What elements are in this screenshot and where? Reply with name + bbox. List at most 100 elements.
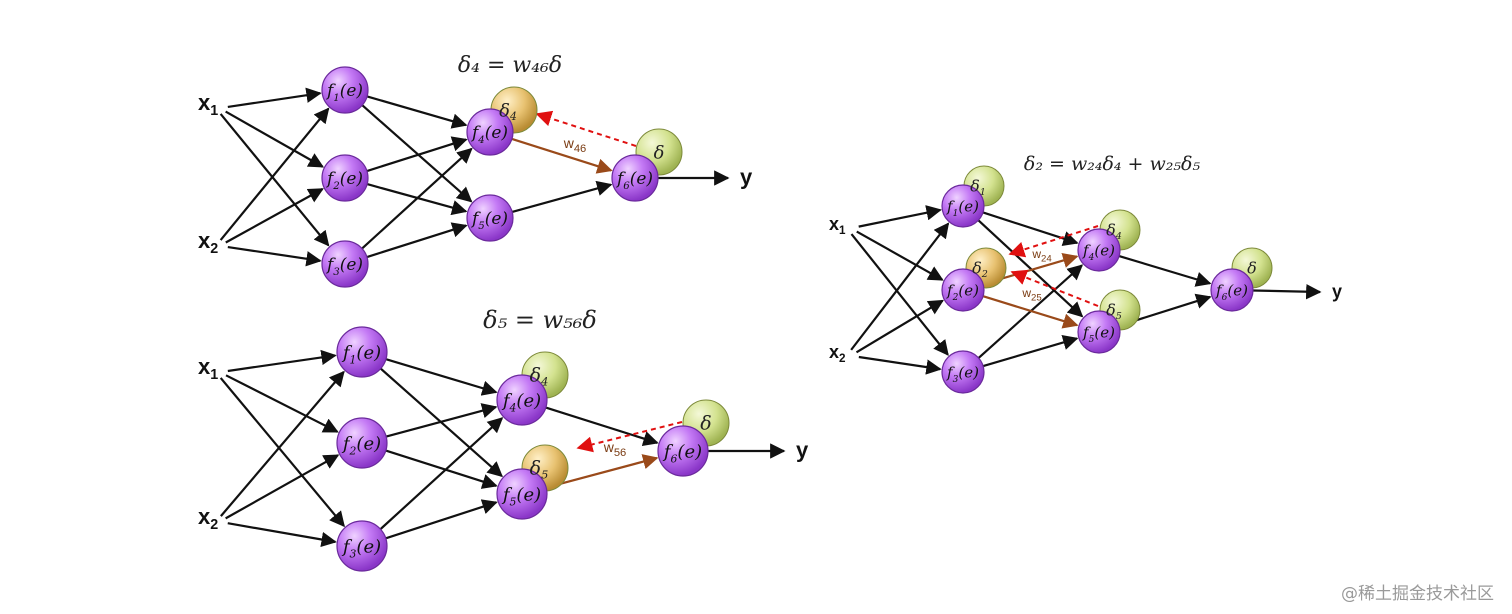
neuron-n3	[321, 240, 369, 288]
diagram-delta4-nodes	[321, 66, 683, 288]
diagram-delta2	[850, 205, 1322, 375]
neuron-label-n3: f3(e)	[325, 255, 363, 278]
neuron-label-n2: f2(e)	[341, 433, 381, 457]
weight-label-46: w46	[563, 135, 587, 155]
neuron-label-n5: f5(e)	[501, 484, 541, 508]
neuron-label-n2: f2(e)	[325, 169, 363, 192]
formula-delta5: δ₅ = w₅₆δ	[483, 306, 597, 334]
diagram-delta5	[219, 349, 786, 548]
edge-x1-n1	[227, 87, 322, 109]
edge-x1-n1	[227, 349, 337, 373]
neuron-n6	[657, 425, 709, 477]
neuron-label-n4: f4(e)	[501, 390, 541, 414]
input-label-x2: x2	[198, 504, 218, 533]
edge-n6-out	[1252, 283, 1322, 300]
diagram-delta2-labels: f1(e)f2(e)f3(e)f4(e)f5(e)f6(e)δ1δ2δ4δ5δw…	[829, 153, 1342, 385]
backprop-arrow-0	[1008, 225, 1099, 258]
edge-n1-n4	[385, 358, 498, 396]
edge-x2-n1	[219, 107, 330, 241]
backprop-arrow-1	[1010, 269, 1099, 307]
neuron-label-n4: f4(e)	[1082, 241, 1115, 263]
delta-label-d6: δ	[1247, 259, 1257, 278]
text-layer: f1(e) f2(e) f3(e) f4(e) f5(e) f6(e) δ4 δ w46 x1 x2…	[198, 53, 1342, 561]
edge-n2-n5	[385, 449, 498, 489]
edge-x1-n2	[225, 110, 325, 168]
diagram-delta4	[219, 87, 730, 267]
edge-n3-n5	[385, 499, 498, 540]
output-label: y	[740, 165, 753, 190]
edge-n4-n6	[1118, 254, 1212, 287]
neuron-n5	[496, 468, 548, 520]
edge-n2-n4	[385, 403, 498, 438]
input-label-x1: x1	[829, 214, 846, 237]
delta-label-d5: δ5	[1106, 301, 1122, 322]
edge-n3-n4	[379, 417, 504, 530]
edge-n3-n5	[982, 335, 1079, 368]
output-label: y	[796, 438, 809, 463]
edge-x1-n1	[858, 205, 942, 228]
delta-label-d4: δ4	[1106, 221, 1122, 242]
neuron-n2	[336, 417, 388, 469]
weight-label-56: w56	[603, 439, 627, 459]
input-label-x2: x2	[198, 228, 218, 257]
edge-n5-n6	[511, 180, 613, 213]
edge-x1-n3	[850, 233, 949, 356]
neuron-label-n6: f6(e)	[615, 169, 653, 192]
delta-label-d4: δ4	[530, 365, 549, 389]
edge-n1-n5	[977, 219, 1084, 318]
edge-x1-n3	[219, 113, 330, 247]
watermark: @稀土掘金技术社区	[1341, 584, 1494, 604]
edge-x1-n3	[219, 377, 345, 528]
weight-label-25: w25	[1021, 286, 1041, 303]
neuron-n5	[1077, 310, 1121, 354]
neuron-n5	[466, 194, 514, 242]
edge-n1-n4	[366, 95, 468, 129]
formula-delta2: δ₂ = w₂₄δ₄ + w₂₅δ₅	[1024, 153, 1201, 175]
input-label-x1: x1	[198, 354, 218, 383]
delta-label-d4: δ4	[499, 100, 517, 123]
neuron-n1	[941, 184, 985, 228]
edge-x2-n2	[225, 188, 324, 244]
neuron-label-n5: f5(e)	[1082, 323, 1115, 345]
neuron-n1	[321, 66, 369, 114]
neuron-n2	[941, 268, 985, 312]
neuron-label-n3: f3(e)	[341, 536, 381, 560]
edge-n3-n4	[361, 147, 473, 250]
neuron-label-n2: f2(e)	[946, 281, 979, 303]
diagram-delta4-labels: f1(e)f2(e)f3(e)f4(e)f5(e)f6(e)δ4δw46x1x2…	[198, 53, 753, 278]
edges-layer	[219, 87, 1322, 548]
neuron-label-n1: f1(e)	[325, 81, 363, 104]
neuron-n6	[611, 154, 659, 202]
edge-x2-n1	[220, 370, 345, 517]
edge-x2-n3	[858, 355, 942, 375]
neuron-n4	[466, 108, 514, 156]
edge-x2-n3	[227, 522, 337, 548]
neuron-label-n1: f1(e)	[341, 342, 381, 366]
neuron-label-n3: f3(e)	[946, 363, 979, 385]
delta-label-d1: δ1	[970, 177, 986, 198]
edge-n3-n5	[366, 222, 468, 259]
diagram-delta2-nodes	[941, 165, 1273, 394]
neuron-n2	[321, 154, 369, 202]
delta-label-d5: δ5	[530, 458, 549, 482]
weight-label-24: w24	[1031, 247, 1052, 264]
weight-edge-n4-n6	[511, 137, 613, 174]
neuron-n4	[1077, 228, 1121, 272]
input-label-x1: x1	[198, 90, 218, 119]
backprop-arrow-0	[535, 110, 637, 147]
weight-edge-n2-n5	[982, 295, 1079, 329]
edge-x1-n2	[225, 374, 339, 433]
delta-label-d2: δ2	[972, 259, 988, 280]
neuron-label-n4: f4(e)	[470, 123, 508, 146]
neuron-label-n1: f1(e)	[946, 197, 979, 219]
neuron-n1	[336, 326, 388, 378]
output-label: y	[1332, 281, 1342, 301]
neuron-label-n6: f6(e)	[662, 441, 702, 465]
neuron-label-n5: f5(e)	[470, 209, 508, 232]
diagram-delta5-nodes	[336, 326, 730, 572]
formula-delta4: δ₄ = w₄₆δ	[458, 53, 562, 78]
delta-label-d6: δ	[700, 413, 711, 435]
edge-x2-n3	[227, 245, 322, 267]
neuron-n3	[941, 350, 985, 394]
